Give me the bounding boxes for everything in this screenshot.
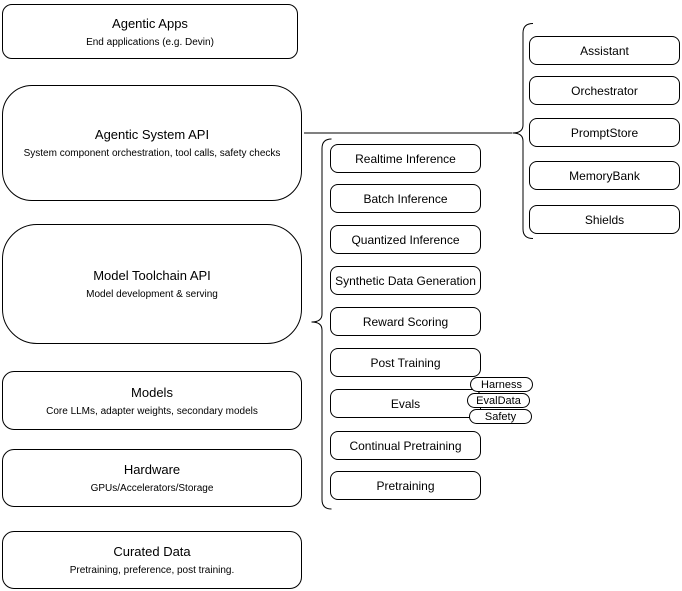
service-label: Continual Pretraining: [349, 438, 462, 453]
service-label: Evals: [390, 396, 421, 411]
service-box-quantized-inference: Quantized Inference: [330, 225, 481, 254]
node-curated-data: Curated Data Pretraining, preference, po…: [2, 531, 302, 589]
service-box-pretraining: Pretraining: [330, 471, 481, 500]
node-subtitle: System component orchestration, tool cal…: [23, 148, 281, 159]
service-label: Pretraining: [376, 478, 435, 493]
node-models: Models Core LLMs, adapter weights, secon…: [2, 371, 302, 430]
eval-tag-harness: Harness: [470, 377, 533, 392]
component-box-assistant: Assistant: [529, 36, 680, 65]
component-box-shields: Shields: [529, 205, 680, 234]
component-label: Assistant: [580, 43, 629, 58]
service-label: Batch Inference: [363, 191, 448, 206]
eval-tag-safety: Safety: [469, 409, 532, 424]
node-subtitle: Pretraining, preference, post training.: [69, 565, 235, 576]
service-box-continual-pretraining: Continual Pretraining: [330, 431, 481, 460]
component-label: Orchestrator: [571, 83, 638, 98]
node-title: Agentic Apps: [112, 15, 188, 31]
service-box-realtime-inference: Realtime Inference: [330, 144, 481, 173]
node-title: Agentic System API: [94, 127, 210, 142]
service-label: Realtime Inference: [355, 151, 456, 166]
node-subtitle: GPUs/Accelerators/Storage: [90, 483, 214, 494]
node-subtitle: Model development & serving: [86, 289, 218, 300]
node-hardware: Hardware GPUs/Accelerators/Storage: [2, 449, 302, 507]
toolchain-services-bracket: [311, 138, 332, 510]
component-label: PromptStore: [570, 125, 639, 140]
service-label: Post Training: [370, 355, 441, 370]
component-box-promptstore: PromptStore: [529, 118, 680, 147]
service-label: Reward Scoring: [362, 314, 449, 329]
node-agentic-apps: Agentic Apps End applications (e.g. Devi…: [2, 4, 298, 59]
node-title: Curated Data: [113, 544, 191, 559]
service-box-synthetic-data-generation: Synthetic Data Generation: [330, 266, 481, 295]
eval-tag-evaldata: EvalData: [467, 393, 530, 408]
service-box-batch-inference: Batch Inference: [330, 184, 481, 213]
service-label: Synthetic Data Generation: [335, 273, 476, 288]
service-box-reward-scoring: Reward Scoring: [330, 307, 481, 336]
eval-tag-label: Harness: [481, 378, 522, 391]
component-box-memorybank: MemoryBank: [529, 161, 680, 190]
node-title: Hardware: [123, 462, 181, 477]
component-label: Shields: [584, 212, 625, 227]
component-label: MemoryBank: [569, 168, 640, 183]
component-box-orchestrator: Orchestrator: [529, 76, 680, 105]
node-subtitle: End applications (e.g. Devin): [86, 36, 214, 48]
eval-tag-label: Safety: [484, 410, 517, 423]
eval-tag-label: EvalData: [476, 394, 521, 407]
service-box-post-training: Post Training: [330, 348, 481, 377]
service-label: Quantized Inference: [351, 232, 460, 247]
node-model-toolchain-api: Model Toolchain API Model development & …: [2, 224, 302, 344]
node-title: Models: [131, 384, 173, 400]
node-title: Model Toolchain API: [93, 268, 211, 283]
service-box-evals: Evals: [330, 389, 481, 418]
node-agentic-system-api: Agentic System API System component orch…: [2, 85, 302, 201]
node-subtitle: Core LLMs, adapter weights, secondary mo…: [46, 405, 258, 417]
